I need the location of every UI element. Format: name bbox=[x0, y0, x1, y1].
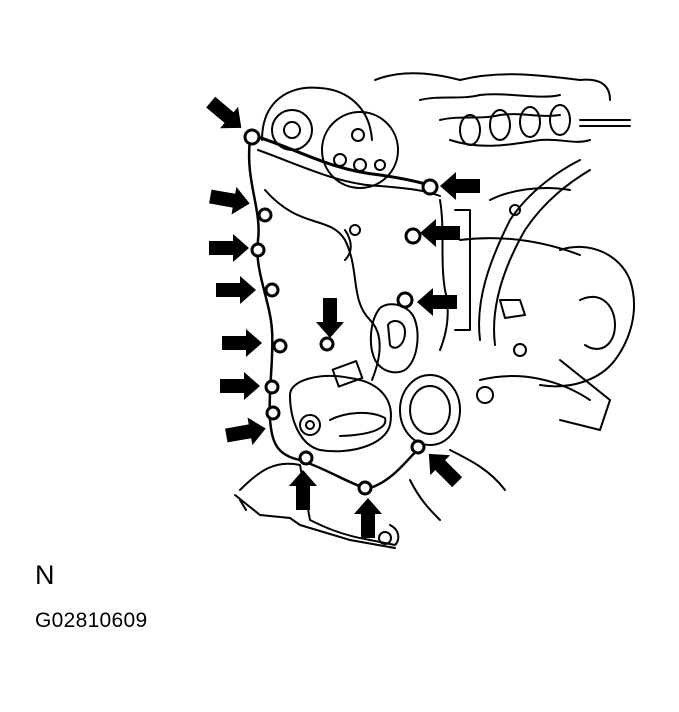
arrow-icon bbox=[223, 414, 269, 450]
arrows-group bbox=[201, 91, 480, 538]
arrow-icon bbox=[220, 372, 260, 400]
arrow-icon bbox=[222, 329, 262, 357]
view-label: N bbox=[35, 560, 55, 590]
arrow-icon bbox=[316, 298, 344, 338]
arrow-icon bbox=[354, 498, 382, 538]
arrow-icon bbox=[207, 182, 253, 218]
arrow-icon bbox=[418, 443, 468, 493]
arrow-icon bbox=[440, 172, 480, 200]
arrow-icon bbox=[201, 91, 251, 139]
arrow-icon bbox=[289, 470, 317, 510]
figure-code: G02810609 bbox=[35, 609, 148, 632]
arrow-icon bbox=[216, 276, 256, 304]
arrow-icon bbox=[209, 234, 249, 262]
arrow-icon bbox=[420, 219, 460, 247]
arrow-icon bbox=[417, 288, 457, 316]
